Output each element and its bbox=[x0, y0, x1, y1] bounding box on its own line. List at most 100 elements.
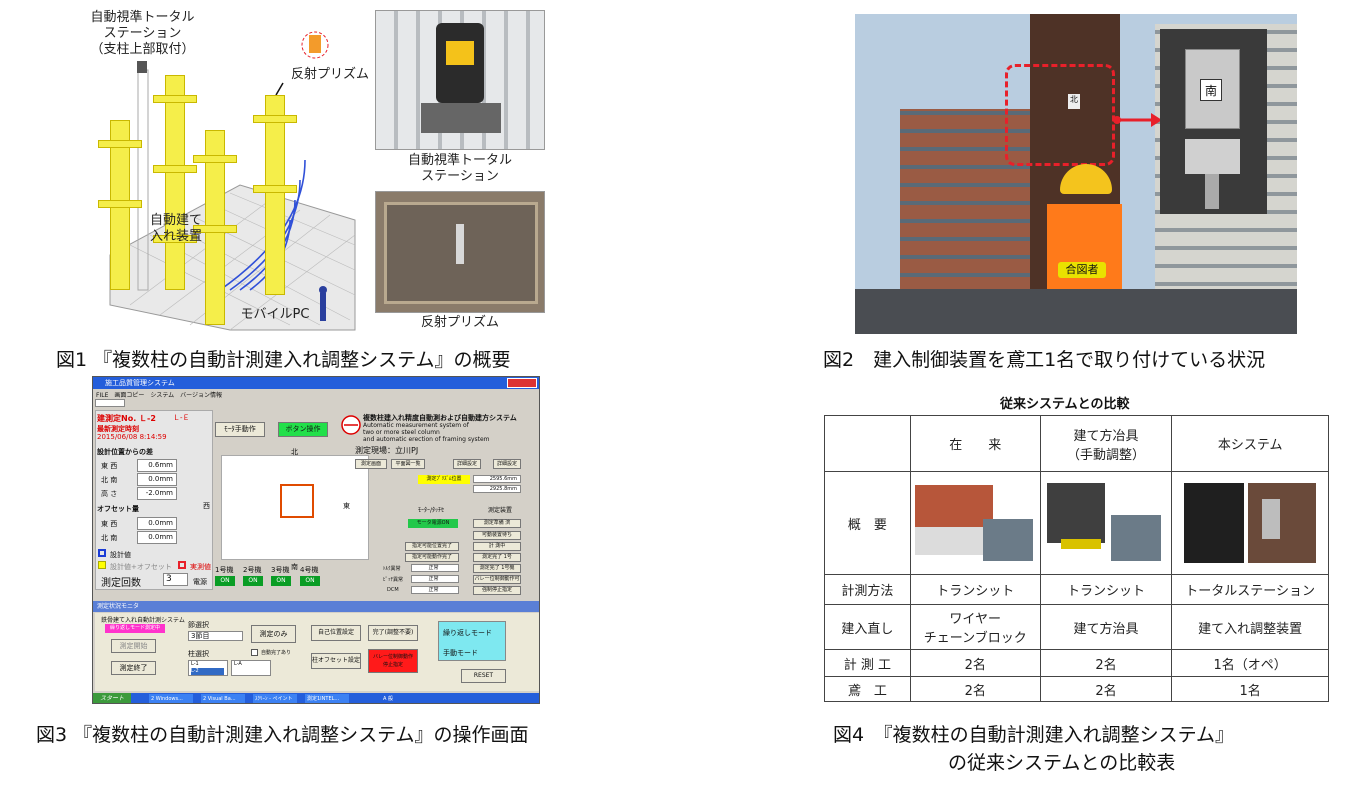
column-option[interactable]: L-1 bbox=[191, 661, 199, 667]
figure-2-photo: 北 南 合図者 bbox=[855, 14, 1297, 334]
comparison-table-title: 従来システムとの比較 bbox=[1000, 397, 1130, 412]
machine-label: 2号機 bbox=[243, 566, 262, 574]
axis-label: ﾄﾙｸ異常 bbox=[383, 566, 401, 572]
header-conventional: 在 来 bbox=[909, 415, 1041, 472]
power-on-indicator: ON bbox=[300, 576, 320, 586]
status-item: 計 測中 bbox=[473, 542, 521, 551]
legend-design-offset: 設計値+オフセット bbox=[110, 563, 172, 571]
column-label: 柱選択 bbox=[188, 650, 209, 658]
arrow-icon bbox=[1113, 113, 1162, 127]
emergency-stop-button[interactable]: バレー位制御動作 停止指定 bbox=[368, 649, 418, 673]
status-item: 測定準備 済 bbox=[473, 519, 521, 528]
legend-actual-icon bbox=[178, 561, 186, 569]
south-label: 南 bbox=[291, 563, 298, 571]
complete-button[interactable]: 完了(調整不要) bbox=[368, 625, 418, 641]
latest-time: 2015/06/08 8:14:59 bbox=[97, 433, 167, 441]
offset-row-label: 北 南 bbox=[101, 534, 118, 542]
comparison-table: 在 来 建て方冶具 （手動調整） 本システム 概 要 bbox=[824, 415, 1329, 702]
taskbar-item[interactable]: ｽｸﾘｰﾝ - ペイント bbox=[253, 694, 297, 703]
inset-device-photo: 南 bbox=[1160, 29, 1267, 214]
status-item: 測定完了 1号機 bbox=[473, 564, 521, 573]
status-head: 測定装置 bbox=[488, 507, 513, 514]
figure-2-caption: 図2 建入制御装置を鳶工1名で取り付けている状況 bbox=[823, 349, 1266, 371]
status-item: 可動装置待ち bbox=[473, 531, 521, 540]
detail-settings-button-2[interactable]: 詳細設定 bbox=[493, 459, 521, 469]
company-logo bbox=[341, 415, 361, 435]
east-label: 東 bbox=[343, 502, 350, 510]
from-design-label: 設計位置からの差 bbox=[97, 448, 153, 456]
prog-title: 鉄骨建て入れ自動計測システム bbox=[101, 617, 185, 624]
machine-label: 3号機 bbox=[271, 566, 290, 574]
reset-button[interactable]: RESET bbox=[461, 669, 506, 683]
node-select[interactable]: 3節目 bbox=[188, 631, 243, 641]
start-button[interactable]: 測定開始 bbox=[111, 639, 156, 653]
row-label: 計 測 工 bbox=[824, 649, 911, 677]
label-prism: 反射プリズム bbox=[290, 67, 369, 82]
sign-north: 北 bbox=[1068, 94, 1080, 109]
taskbar-item[interactable]: 測定1INTEL... bbox=[305, 694, 349, 703]
manual-mode-radio[interactable]: 手動モード bbox=[443, 649, 478, 657]
self-position-button[interactable]: 自己位置設定 bbox=[311, 625, 361, 641]
table-cell: 1名（オペ） bbox=[1171, 649, 1329, 677]
measure-screen-button[interactable]: 測定画面 bbox=[355, 459, 387, 469]
power-label: 電源 bbox=[193, 578, 207, 586]
motor-manual-button[interactable]: ﾓｰﾀ手動作 bbox=[215, 422, 265, 437]
system-title-en: Automatic measurement system of two or m… bbox=[363, 422, 490, 443]
measure-no: 建測定No. Ｌ-2 bbox=[97, 414, 156, 423]
figure-1-caption: 図1 『複数柱の自動計測建入れ調整システム』の概要 bbox=[56, 349, 511, 371]
auto-complete-checkbox[interactable] bbox=[251, 649, 258, 656]
taskbar-item[interactable]: 2 Windows... bbox=[149, 694, 193, 703]
photo1-caption: 自動視準トータル ステーション bbox=[407, 153, 512, 184]
legend-design-icon bbox=[98, 549, 106, 557]
table-cell: ワイヤー チェーンブロック bbox=[909, 604, 1041, 650]
start-menu-button[interactable]: スタート bbox=[93, 693, 131, 703]
detail-settings-button[interactable]: 詳細設定 bbox=[453, 459, 481, 469]
table-cell: 2名 bbox=[1039, 676, 1173, 702]
prism-north: 2925.8mm bbox=[473, 485, 521, 493]
taskbar-item[interactable]: 2 Visual Ba... bbox=[201, 694, 245, 703]
window-controls-icon[interactable] bbox=[507, 378, 537, 388]
power-on-indicator: ON bbox=[271, 576, 291, 586]
column-offset-button[interactable]: 柱オフセット設定 bbox=[311, 653, 361, 669]
measure-code: Ｌ-Ｅ bbox=[173, 414, 190, 422]
count-value: 3 bbox=[163, 573, 188, 586]
figure-4-caption-line2: の従来システムとの比較表 bbox=[948, 752, 1176, 774]
power-on-indicator: ON bbox=[243, 576, 263, 586]
plan-list-button[interactable]: 平面図一覧 bbox=[391, 459, 425, 469]
site-label: 測定現場：立川PJ bbox=[355, 446, 419, 455]
table-cell: 2名 bbox=[909, 649, 1041, 677]
button-operation-button[interactable]: ボタン操作 bbox=[278, 422, 328, 437]
prism-icon bbox=[301, 31, 329, 59]
legend-offset-icon bbox=[98, 561, 106, 569]
status-item: バレー位制御動作可 bbox=[473, 575, 521, 584]
machine-label: 4号機 bbox=[300, 566, 319, 574]
total-station-photo bbox=[375, 10, 545, 150]
prism-east: 2595.6mm bbox=[473, 475, 521, 483]
end-button[interactable]: 測定終了 bbox=[111, 661, 156, 675]
measure-only-button[interactable]: 測定のみ bbox=[251, 625, 296, 643]
offset-value: 0.0mm bbox=[137, 517, 177, 530]
header-new-system: 本システム bbox=[1171, 415, 1329, 472]
north-label: 北 bbox=[291, 448, 298, 456]
repeat-mode-radio[interactable]: 繰り返しモード bbox=[443, 629, 492, 637]
total-station-icon bbox=[137, 61, 147, 73]
overview-photo-new-system bbox=[1171, 471, 1329, 575]
column-selected[interactable]: L-A bbox=[231, 660, 271, 676]
diff-label: 東 西 bbox=[101, 462, 118, 470]
axis-value: 正常 bbox=[411, 575, 459, 583]
sign-south: 南 bbox=[1200, 79, 1222, 101]
prism-label: 測定ﾌﾟﾘｽﾞﾑ位置 bbox=[418, 475, 470, 484]
column-option[interactable]: L-2 bbox=[191, 668, 224, 675]
column-list[interactable]: L-1 L-2 bbox=[188, 660, 228, 676]
status-item: 強制停止指定 bbox=[473, 586, 521, 595]
table-cell: 建て方治具 bbox=[1039, 604, 1173, 650]
prism-photo bbox=[375, 191, 545, 313]
actual-position-marker bbox=[280, 484, 314, 518]
operation-screen: 施工品質管理システム FILE 画面コピー システム バージョン情報 建測定No… bbox=[92, 376, 540, 704]
menu-bar[interactable]: FILE 画面コピー システム バージョン情報 bbox=[96, 392, 223, 399]
diff-value: -2.0mm bbox=[137, 487, 177, 500]
photo2-caption: 反射プリズム bbox=[420, 315, 499, 330]
latest-label: 最新測定時刻 bbox=[97, 425, 139, 433]
legend-design: 設計値 bbox=[110, 551, 131, 559]
figure-1: 自動視準トータル ステーション （支柱上部取付） 反射プリズム 自動建て 入れ装… bbox=[90, 5, 545, 335]
